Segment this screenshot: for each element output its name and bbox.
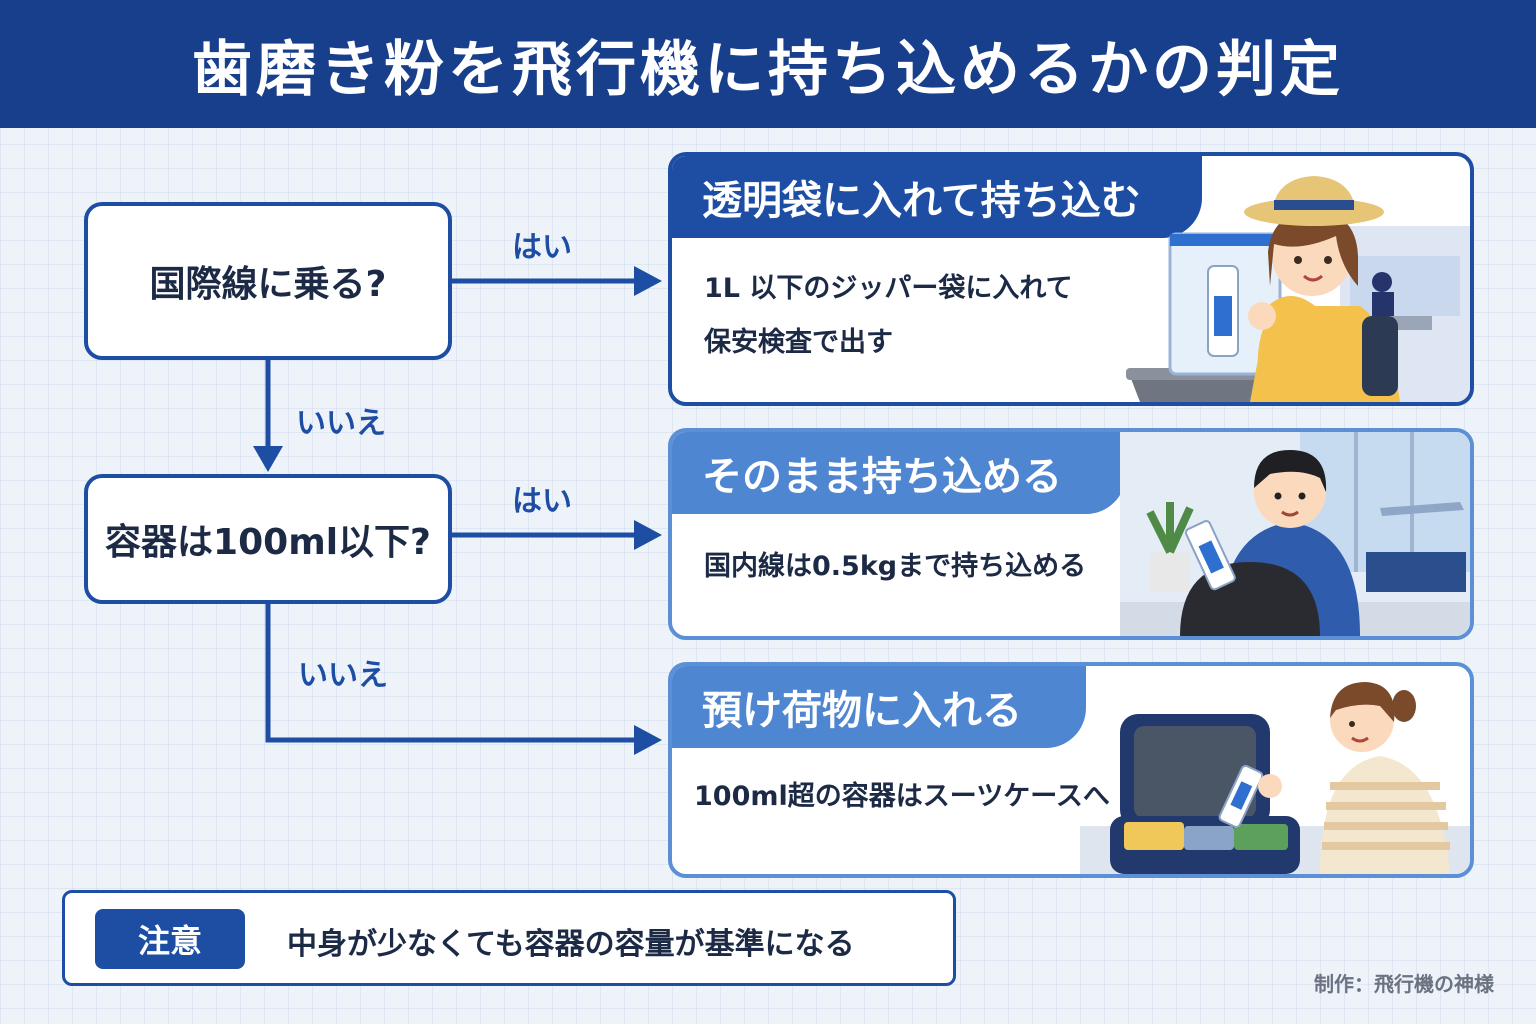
question-international: 国際線に乗る? bbox=[84, 202, 452, 360]
label-q1-no: いいえ bbox=[296, 406, 386, 441]
arrow-q1-yes-head bbox=[634, 266, 662, 296]
question-container-size-text: 容器は100ml以下? bbox=[105, 522, 431, 563]
result-clear-bag-title: 透明袋に入れて持ち込む bbox=[672, 156, 1202, 238]
result-checked-baggage-desc: 100ml超の容器はスーツケースへ bbox=[694, 770, 1110, 824]
result-clear-bag: 透明袋に入れて持ち込む 1L 以下のジッパー袋に入れて 保安検査で出す bbox=[668, 152, 1474, 406]
page-title: 歯磨き粉を飛行機に持ち込めるかの判定 bbox=[192, 34, 1344, 105]
result-carry-on-desc: 国内線は0.5kgまで持ち込める bbox=[704, 540, 1086, 594]
label-q2-no: いいえ bbox=[298, 658, 388, 693]
traveler-with-ziplock-bag-illustration bbox=[1126, 176, 1470, 402]
arrow-q2-no-line bbox=[265, 603, 636, 743]
caution-text: 中身が少なくても容器の容量が基準になる bbox=[287, 927, 855, 962]
result-carry-on-line-1: 国内線は0.5kgまで持ち込める bbox=[704, 551, 1087, 582]
result-checked-baggage: 預け荷物に入れる 100ml超の容器はスーツケースへ bbox=[668, 662, 1474, 878]
question-international-text: 国際線に乗る? bbox=[149, 264, 387, 305]
result-clear-bag-line-1: 1L 以下のジッパー袋に入れて bbox=[704, 273, 1073, 304]
question-container-size: 容器は100ml以下? bbox=[84, 474, 452, 604]
caution-note: 注意 中身が少なくても容器の容量が基準になる bbox=[62, 890, 956, 986]
result-carry-on-title: そのまま持ち込める bbox=[672, 432, 1126, 514]
arrow-q2-yes-head bbox=[634, 520, 662, 550]
result-clear-bag-line-2: 保安検査で出す bbox=[704, 327, 893, 358]
arrow-q2-no-head bbox=[634, 725, 662, 755]
result-clear-bag-desc: 1L 以下のジッパー袋に入れて 保安検査で出す bbox=[704, 262, 1073, 370]
traveler-packing-backpack-illustration bbox=[1120, 432, 1470, 636]
traveler-packing-suitcase-illustration bbox=[1080, 682, 1470, 874]
credit: 制作：飛行機の神様 bbox=[1314, 972, 1494, 996]
label-q1-yes: はい bbox=[512, 230, 572, 265]
arrow-q1-no-head bbox=[253, 446, 283, 472]
result-checked-baggage-title: 預け荷物に入れる bbox=[672, 666, 1086, 748]
header-bar: 歯磨き粉を飛行機に持ち込めるかの判定 bbox=[0, 0, 1536, 128]
caution-badge: 注意 bbox=[95, 909, 245, 969]
label-q2-yes: はい bbox=[512, 484, 572, 519]
result-carry-on: そのまま持ち込める 国内線は0.5kgまで持ち込める bbox=[668, 428, 1474, 640]
result-checked-baggage-line-1: 100ml超の容器はスーツケースへ bbox=[694, 781, 1110, 812]
